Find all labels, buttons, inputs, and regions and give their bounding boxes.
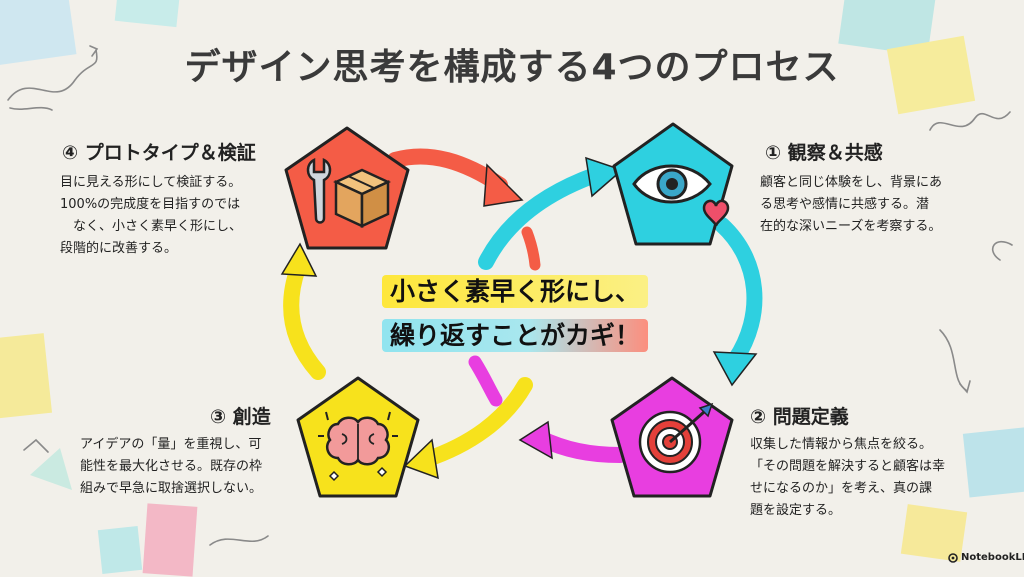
arrow-yellow [283,260,326,380]
arrowhead-magenta [518,420,553,460]
step-3-description: アイデアの「量」を重視し、可 能性を最大化させる。既存の枠 組みで早急に取捨選択… [80,434,300,500]
step-3-line: 能性を最大化させる。既存の枠 [80,459,263,474]
step-2-line: 「その問題を解決すると顧客は幸 [750,459,946,474]
eye-heart-icon [632,164,730,227]
center-message-line-2: 繰り返すことがカギ！ [381,319,648,352]
arrow-cyan-upper [478,167,603,270]
step-4-heading: ④ プロトタイプ＆検証 [62,142,256,164]
step-4-description: 目に見える形にして検証する。 100%の完成度を目指すのでは なく、小さく素早く… [60,172,280,260]
step-2-pentagon [610,376,734,498]
step-3-heading: ③ 創造 [210,406,271,428]
center-message-line-1: 小さく素早く形にし、 [381,275,648,308]
step-1-pentagon [612,122,734,246]
brain-icon [318,411,398,482]
center-message: 小さく素早く形にし、 繰り返すことがカギ！ [350,270,680,358]
arrow-magenta-inner [468,355,503,407]
step-1-line: る思考や感情に共感する。潜 [760,197,930,212]
step-1-description: 顧客と同じ体験をし、背景にあ る思考や感情に共感する。潜 在的な深いニーズを考察… [760,172,990,238]
step-3-line: アイデアの「量」を重視し、可 [80,437,262,452]
arrowhead-cyan [712,351,758,387]
step-2-line: 題を設定する。 [750,503,842,518]
step-2-heading: ② 問題定義 [750,406,849,428]
arrow-red-inner [521,226,541,271]
arrow-cyan [714,217,763,368]
brand-label: NotebookLM [961,552,1024,563]
step-1-heading: ① 観察＆共感 [765,142,883,164]
step-4-line: なく、小さく素早く形にし、 [60,219,243,234]
arrowhead-red [483,163,524,207]
step-4-pentagon [284,126,410,250]
step-1-line: 在的な深いニーズを考察する。 [760,219,942,234]
step-3-line: 組みで早急に取捨選択しない。 [80,481,263,496]
step-1-line: 顧客と同じ体験をし、背景にあ [760,175,943,190]
wrench-box-icon [306,157,391,228]
notebooklm-logo-icon [948,552,958,563]
step-2-line: せになるのか」を考え、真の課 [750,481,933,496]
step-3-pentagon [296,376,420,498]
brand-watermark: NotebookLM [948,552,1024,563]
step-4-line: 段階的に改善する。 [60,241,178,256]
step-2-description: 収集した情報から焦点を絞る。 「その問題を解決すると顧客は幸 せになるのか」を考… [750,434,990,522]
arrow-yellow-inner [417,377,533,468]
arrowhead-yellow [280,242,318,277]
step-4-line: 目に見える形にして検証する。 [60,175,242,190]
step-4-line: 100%の完成度を目指すのでは [60,197,241,212]
step-2-line: 収集した情報から焦点を絞る。 [750,437,933,452]
arrowhead-yellow-inner [403,438,439,480]
target-icon [638,402,714,474]
page-title: デザイン思考を構成する4つのプロセス [184,47,840,88]
